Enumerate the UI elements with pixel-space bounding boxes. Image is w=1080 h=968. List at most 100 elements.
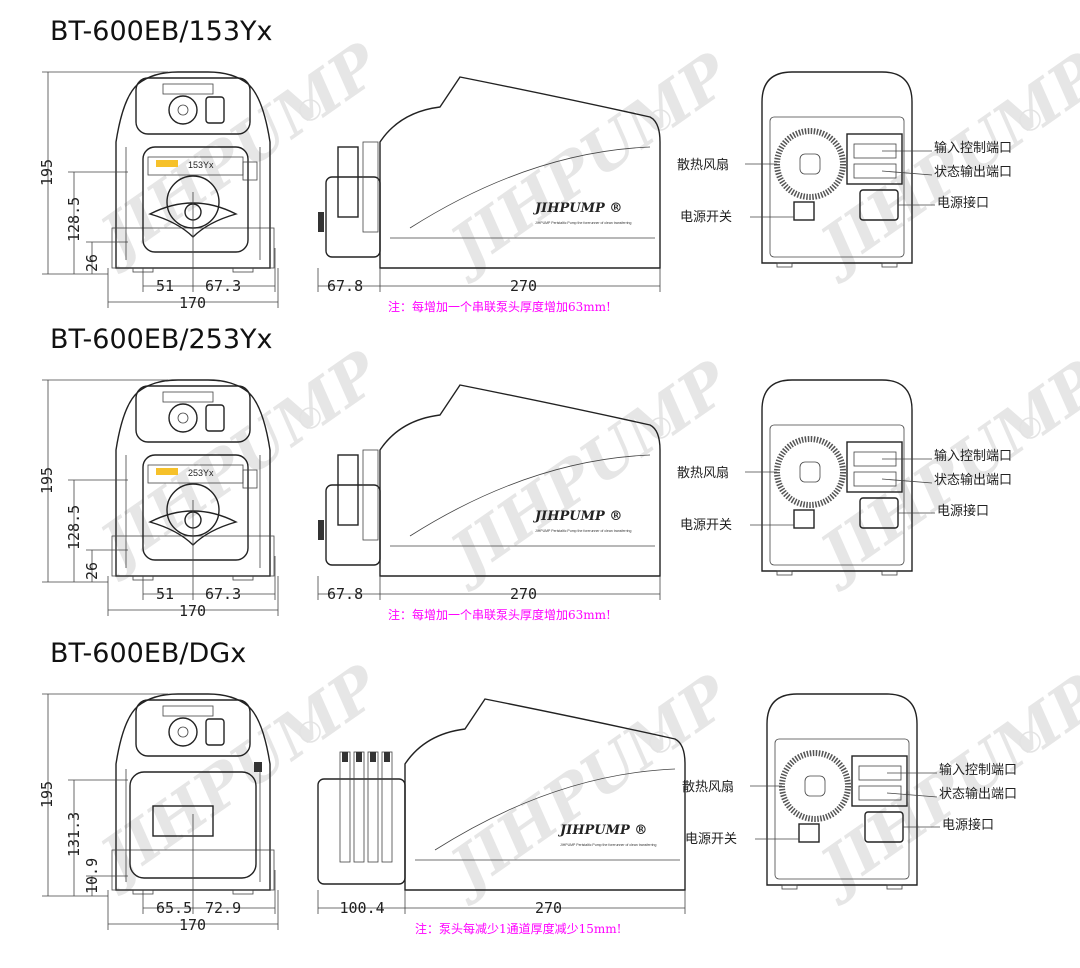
dimension-height: 195 (38, 467, 56, 494)
dimension-head-center-line (68, 479, 128, 582)
label-input-port: 输入控制端口 (934, 448, 1012, 464)
side-body-contour (390, 454, 655, 547)
pump-body-outline (115, 693, 271, 891)
dimension-head-center-line (68, 171, 128, 274)
side-body-contour (415, 768, 680, 861)
side-view: JIHPUMP ®JIHPUMP Peristaltic Pump the fo… (317, 384, 661, 622)
dimension-body-depth: 270 (510, 277, 537, 295)
pump-head-brand-sticker (156, 468, 178, 475)
dimension-height-line (42, 379, 168, 583)
dimension-depth-lines (317, 268, 661, 292)
leader-line (881, 478, 933, 484)
pump-body-outline (115, 71, 271, 269)
fan-grille (779, 750, 851, 822)
enter-key (177, 726, 189, 738)
dimension-depth-lines (317, 576, 661, 600)
dimension-base-line (86, 875, 128, 896)
start-stop-key (205, 404, 225, 432)
label-output-port: 状态输出端口 (939, 786, 1017, 802)
label-fan: 散热风扇 (677, 157, 729, 173)
foot-right (232, 575, 254, 581)
side-pump-head (325, 484, 381, 566)
label-power-socket: 电源接口 (942, 817, 994, 833)
enter-key (177, 412, 189, 424)
watermark-registered-icon (649, 109, 671, 131)
dimension-width: 170 (179, 602, 206, 620)
leader-line (886, 792, 938, 798)
note-text: 注：泵头每减少1通道厚度减少15mm! (415, 921, 622, 936)
dimension-width-line (107, 890, 279, 930)
body-edge (125, 147, 261, 260)
side-head-bracket (362, 449, 379, 541)
watermark-registered-icon (299, 407, 321, 429)
side-body-contour (390, 146, 655, 239)
label-power-socket: 电源接口 (937, 503, 989, 519)
brand-tagline: JIHPUMP Peristaltic Pump the forerunner … (560, 843, 656, 847)
dimension-height-line (42, 693, 168, 897)
dimension-right-offset: 72.9 (205, 899, 241, 917)
control-panel (135, 77, 251, 135)
dimension-offset-lines (142, 500, 276, 600)
brand-logo: JIHPUMP ® (557, 823, 647, 838)
side-pump-head (325, 176, 381, 258)
cassette-clip (356, 752, 362, 762)
dimension-left-offset: 51 (156, 277, 174, 295)
pump-head (142, 454, 249, 561)
brand-logo: JIHPUMP ® (532, 201, 622, 216)
side-body-outline (379, 76, 661, 269)
dimension-width-line (107, 576, 279, 616)
dimension-right-offset: 67.3 (205, 277, 241, 295)
side-head-clamp (337, 454, 359, 526)
pump-head-model-label: 253Yx (188, 468, 214, 478)
pump-head (142, 146, 249, 253)
leader-line (881, 170, 933, 176)
brand-tagline: JIHPUMP Peristaltic Pump the forerunner … (535, 529, 631, 533)
control-panel (135, 385, 251, 443)
dimension-head-depth: 67.8 (327, 277, 363, 295)
channel-cassette (353, 751, 365, 863)
label-output-port: 状态输出端口 (934, 164, 1012, 180)
dimension-height: 195 (38, 159, 56, 186)
side-head-knob (318, 212, 324, 232)
display-window (162, 705, 214, 717)
side-body-outline (379, 384, 661, 577)
watermark-logo: JIHPUMP (80, 651, 394, 900)
rear-body-outline (761, 71, 913, 264)
body-edge (125, 455, 261, 568)
pump-head-brand-sticker (156, 160, 178, 167)
side-view: JIHPUMP ® JIHPUMP Peristaltic Pump the fo… (317, 698, 686, 936)
fan-hub (804, 775, 826, 797)
dimension-body-depth: 270 (510, 585, 537, 603)
note-text: 注：每增加一个串联泵头厚度增加63mm! (388, 299, 611, 314)
watermark-registered-icon (1019, 731, 1041, 753)
foot-right (881, 262, 898, 268)
dg-head-window (152, 805, 214, 837)
label-input-port: 输入控制端口 (939, 762, 1017, 778)
watermark-logo: JIHPUMP (80, 337, 394, 586)
dimension-head-depth: 67.8 (327, 585, 363, 603)
side-body-outline (404, 698, 686, 891)
label-output-port: 状态输出端口 (934, 472, 1012, 488)
enter-key (177, 104, 189, 116)
start-stop-key (205, 96, 225, 124)
note-text: 注：每增加一个串联泵头厚度增加63mm! (388, 607, 611, 622)
body-edge (125, 769, 261, 882)
fan-grille (774, 128, 846, 200)
foot-left (781, 884, 798, 890)
model-title: BT-600EB/153Yx (50, 16, 273, 47)
dimension-base-height: 10.9 (83, 858, 101, 894)
dimension-width: 170 (179, 916, 206, 934)
rear-body-outline (761, 379, 913, 572)
foot-right (881, 570, 898, 576)
channel-cassette (367, 751, 379, 863)
dimension-height: 195 (38, 781, 56, 808)
status-output-port (853, 471, 897, 487)
